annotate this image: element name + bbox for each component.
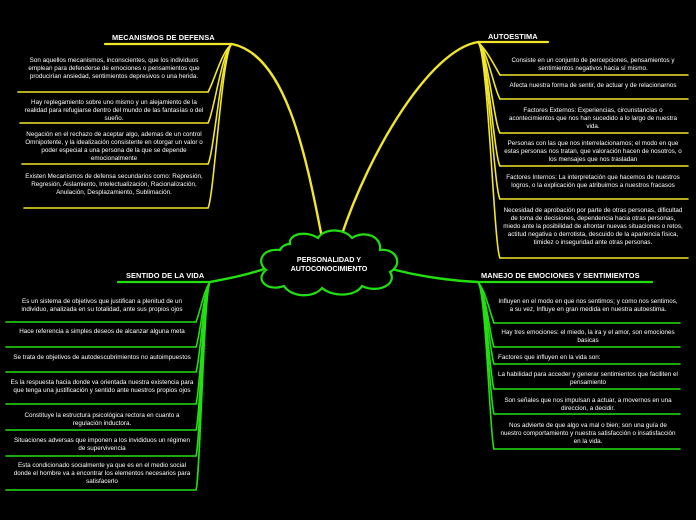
- leaf-autoestima-1[interactable]: Consiste en un conjunto de percepciones,…: [511, 57, 675, 73]
- leaf-autoestima-6[interactable]: Necesidad de aprobación por parte de otr…: [503, 207, 683, 247]
- leaf-curve-emociones-6: [477, 281, 495, 450]
- central-topic-label[interactable]: PERSONALIDAD Y AUTOCONOCIMIENTO: [290, 255, 368, 273]
- leaf-autoestima-3[interactable]: Factores Externos: Experiencias, circuns…: [508, 107, 678, 131]
- leaf-emociones-5[interactable]: Son señales que nos impulsan a actuar, a…: [504, 397, 672, 413]
- leaf-defensa-1[interactable]: Son aquellos mecanismos, inconscientes, …: [28, 57, 200, 81]
- leaf-defensa-2[interactable]: Hay replegamiento sobre uno mismo y un a…: [24, 99, 204, 123]
- leaf-emociones-3[interactable]: Factores que influyen en la vida son:: [498, 354, 601, 361]
- leaf-sentido-4[interactable]: Es la respuesta hacia donde va orientada…: [10, 379, 194, 395]
- leaf-defensa-3[interactable]: Negación en el rechazo de aceptar algo, …: [25, 131, 203, 163]
- leaf-defensa-4[interactable]: Existen Mecanismos de defensa secundario…: [25, 173, 203, 197]
- branch-title-defensa[interactable]: MECANISMOS DE DEFENSA: [112, 33, 215, 42]
- branch-title-autoestima[interactable]: AUTOESTIMA: [488, 32, 538, 41]
- connector-center-sentido: [208, 266, 269, 284]
- connector-center-emociones: [386, 266, 480, 284]
- leaf-emociones-6[interactable]: Nos advierte de que algo va mal o bien; …: [500, 422, 676, 446]
- leaf-emociones-2[interactable]: Hay tres emociones: el miedo, la ira y e…: [501, 329, 675, 345]
- leaf-sentido-3[interactable]: Se trata de objetivos de autodescubrimie…: [13, 354, 191, 361]
- central-cloud-shape: [260, 229, 399, 297]
- leaf-sentido-2[interactable]: Hace referencia a simples deseos de alca…: [19, 328, 185, 335]
- leaf-curve-autoestima-6: [477, 41, 501, 259]
- leaf-sentido-7[interactable]: Esta condicionado socialmente ya que es …: [13, 462, 191, 486]
- leaf-sentido-6[interactable]: Situaciones adversas que imponen a los i…: [13, 437, 191, 453]
- branch-title-emociones[interactable]: MANEJO DE EMOCIONES Y SENTIMIENTOS: [481, 271, 640, 280]
- leaf-curve-defensa-4: [207, 43, 233, 209]
- leaf-autoestima-4[interactable]: Personas con las que nos interrelacionam…: [504, 140, 682, 164]
- leaf-emociones-4[interactable]: La habilidad para acceder y generar sent…: [498, 371, 678, 387]
- leaf-sentido-5[interactable]: Constituye la estructura psicológica rec…: [24, 412, 180, 428]
- branch-title-sentido[interactable]: SENTIDO DE LA VIDA: [126, 271, 205, 280]
- connector-center-defensa: [230, 42, 324, 240]
- leaf-sentido-1[interactable]: Es un sistema de objetivos que justifica…: [21, 298, 183, 314]
- connector-center-autoestima: [339, 40, 480, 239]
- leaf-curve-sentido-7: [195, 281, 211, 491]
- leaf-autoestima-2[interactable]: Afecta nuestra forma de sentir, de actua…: [509, 82, 677, 89]
- leaf-emociones-1[interactable]: Influyen en el modo en que nos sentimos;…: [498, 298, 678, 314]
- leaf-autoestima-5[interactable]: Factores Internos: La interpretación que…: [506, 174, 680, 190]
